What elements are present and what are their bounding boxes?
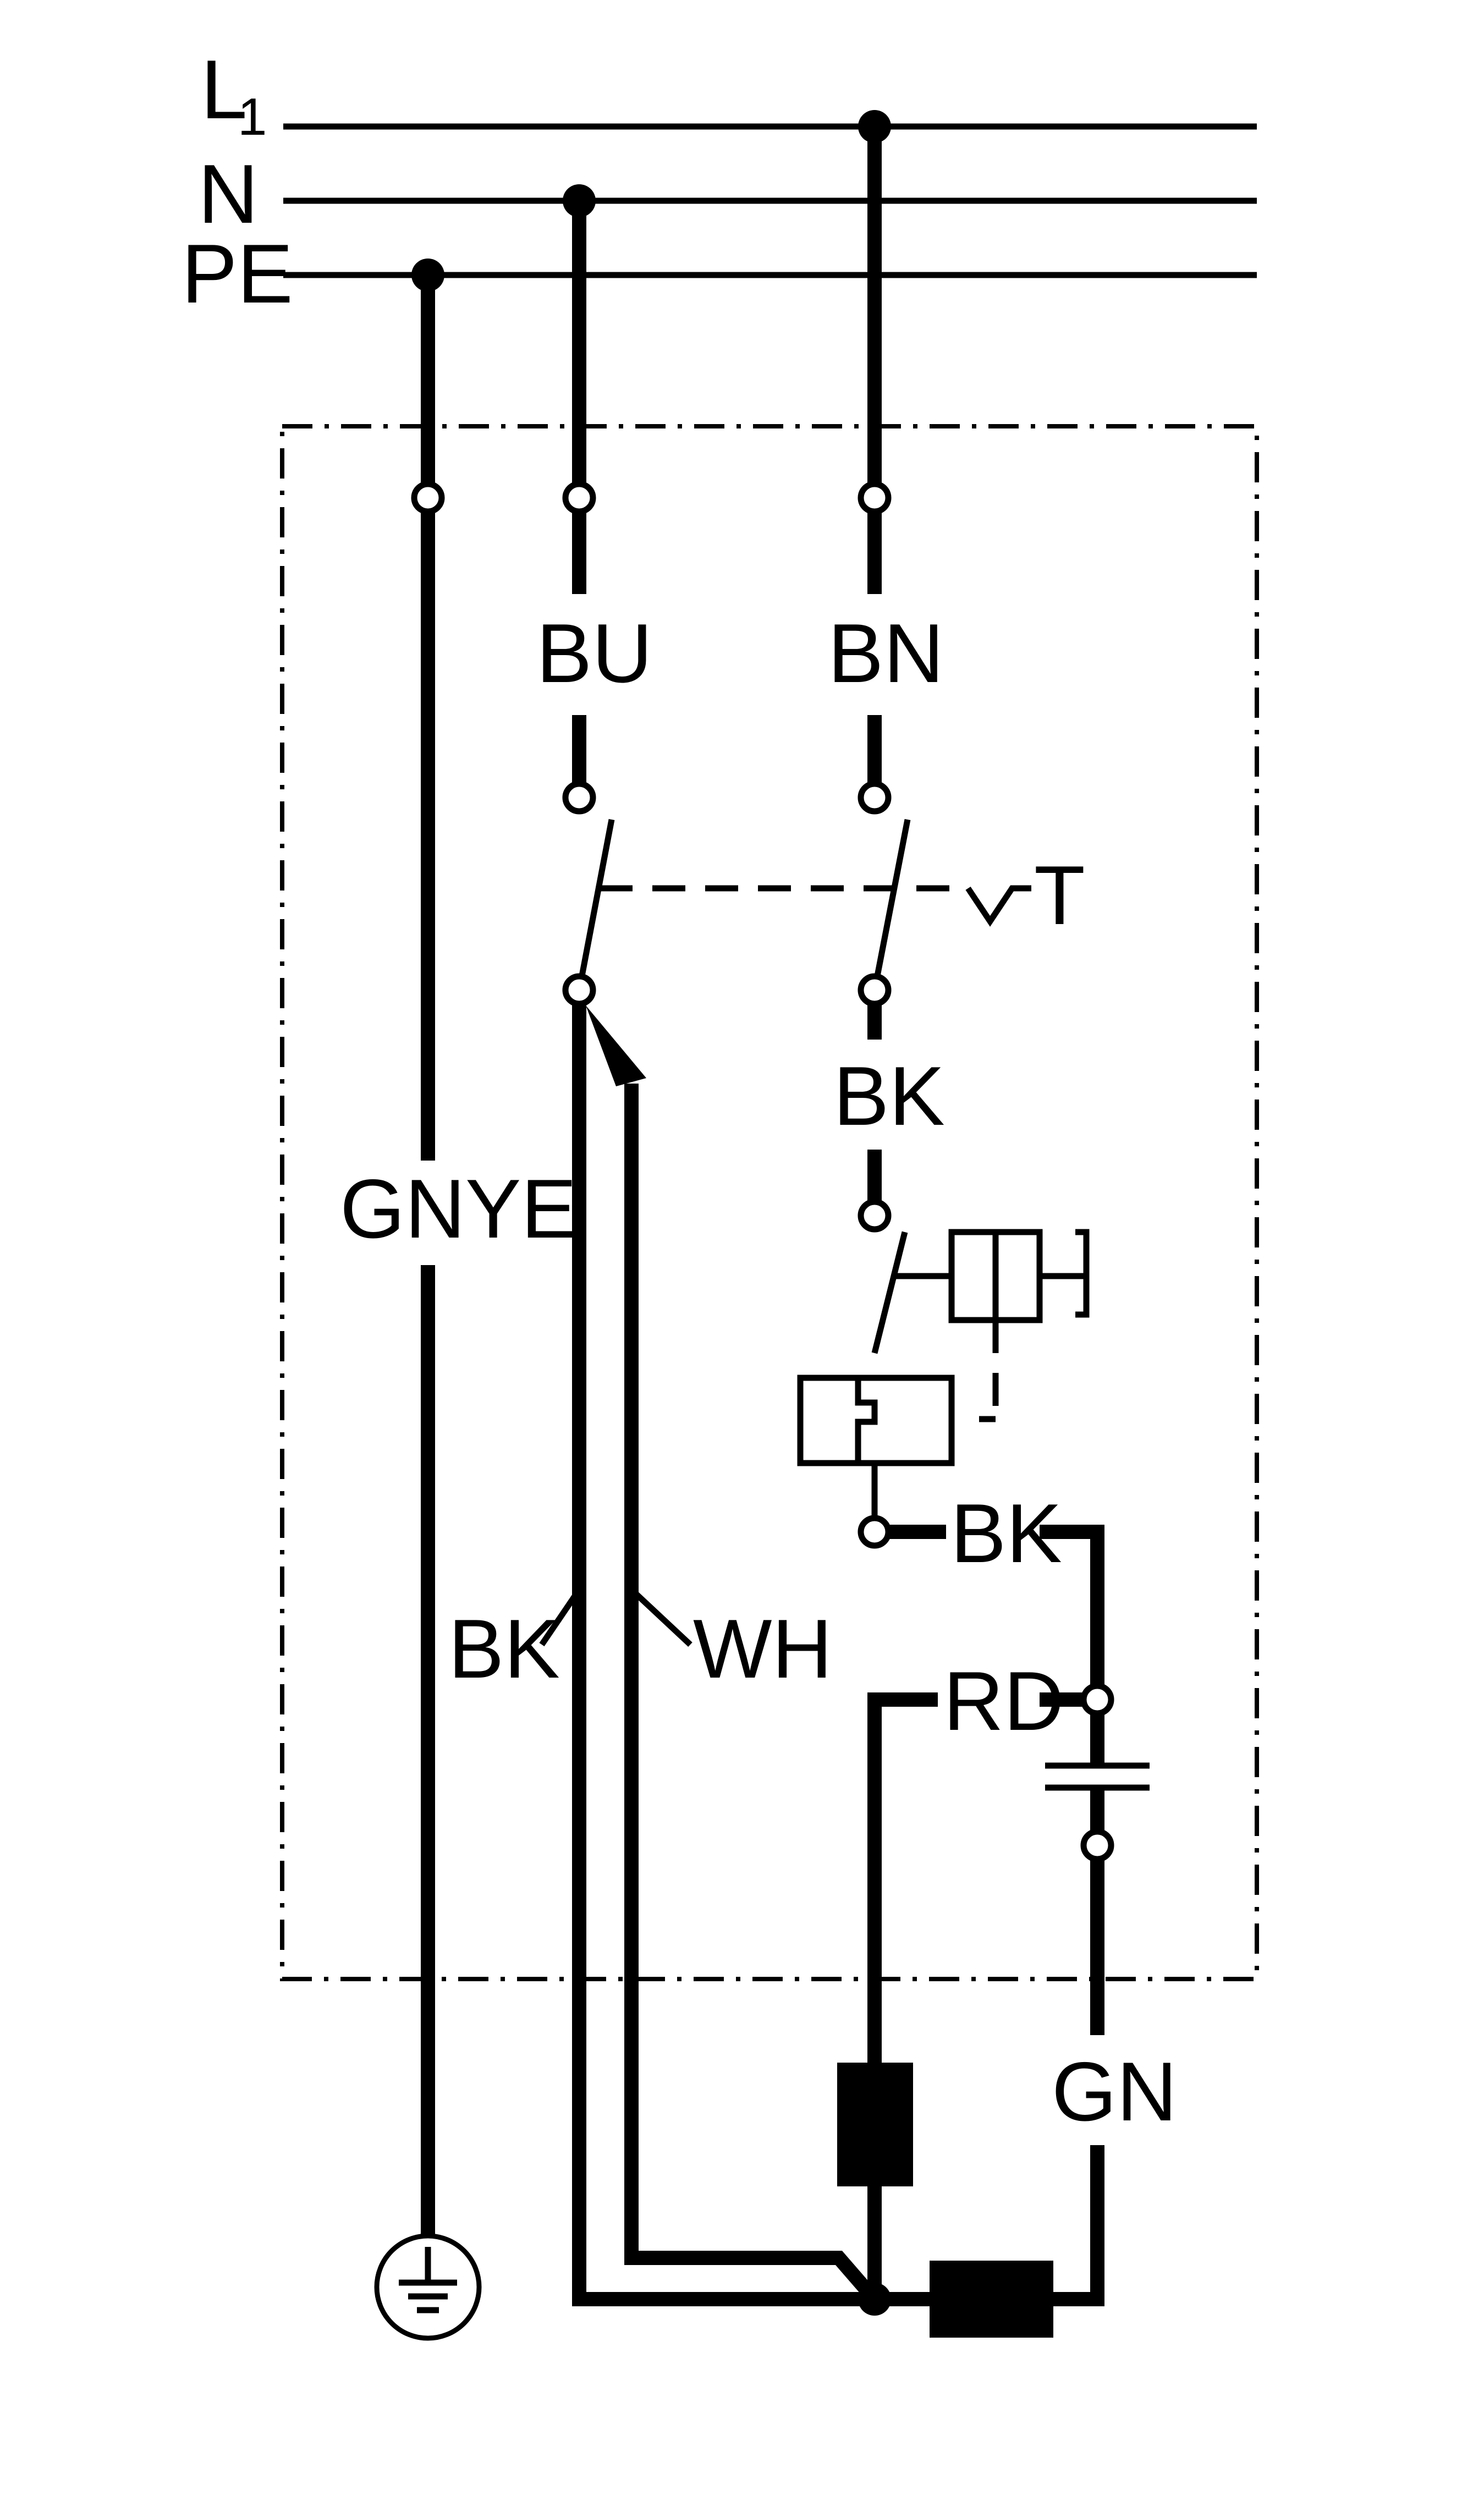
bus-label-pe: PE <box>182 227 293 321</box>
wire-label-bn: BN <box>828 607 944 700</box>
terminal-thermal-in <box>858 1199 892 1233</box>
terminal-l-out <box>858 780 892 815</box>
terminal-thermal-out <box>858 1515 892 1549</box>
winding-auxiliary <box>930 2261 1053 2338</box>
wire-label-bk-middle: BK <box>448 1602 560 1696</box>
neutral-conductor: BU <box>536 184 652 1007</box>
arrow-icon <box>586 1005 646 1086</box>
terminal-pe <box>411 481 445 515</box>
supply-buses: L 1 N PE <box>182 43 1257 321</box>
winding-main <box>837 2063 913 2186</box>
line-conductor: BN BK <box>828 110 945 1233</box>
wire-label-bk-upper: BK <box>833 1049 945 1143</box>
bus-label-n: N <box>198 147 259 241</box>
junction-dot <box>858 2283 891 2316</box>
junction-dot <box>411 259 444 292</box>
thermal-trip-label: T <box>1034 849 1085 942</box>
ground-icon <box>374 2233 482 2341</box>
terminal-n-in <box>562 481 596 515</box>
bk-lower-wire: BK <box>888 1487 1114 1717</box>
junction-dot <box>858 110 891 143</box>
switch-coupling: T <box>600 849 1085 942</box>
thermal-protector <box>797 1229 1090 1549</box>
terminal-capacitor-top <box>1080 1683 1114 1717</box>
bus-label-l1: L <box>201 43 248 136</box>
wire-label-wh: WH <box>693 1602 832 1696</box>
terminal-capacitor-bottom <box>1080 1828 1114 1862</box>
gn-wire: GN <box>875 1859 1177 2338</box>
wire-label-gnye: GNYE <box>340 1162 577 1256</box>
device-enclosure <box>280 424 1259 1981</box>
wire-label-gn: GN <box>1052 2045 1177 2139</box>
wire-label-rd: RD <box>943 1654 1064 1748</box>
terminal-l-switch <box>858 973 892 1007</box>
rd-wire: RD <box>837 1654 1084 2299</box>
motor-return-leads: BK WH <box>448 1004 891 2316</box>
terminal-n-switch <box>562 973 596 1007</box>
run-capacitor <box>1045 1713 1150 1862</box>
junction-dot <box>563 184 596 217</box>
wire-label-bu: BU <box>536 607 652 700</box>
terminal-n-out <box>562 780 596 815</box>
terminal-l-in <box>858 481 892 515</box>
pe-conductor: GNYE <box>340 259 577 2236</box>
bus-label-l1-subscript: 1 <box>238 87 267 146</box>
